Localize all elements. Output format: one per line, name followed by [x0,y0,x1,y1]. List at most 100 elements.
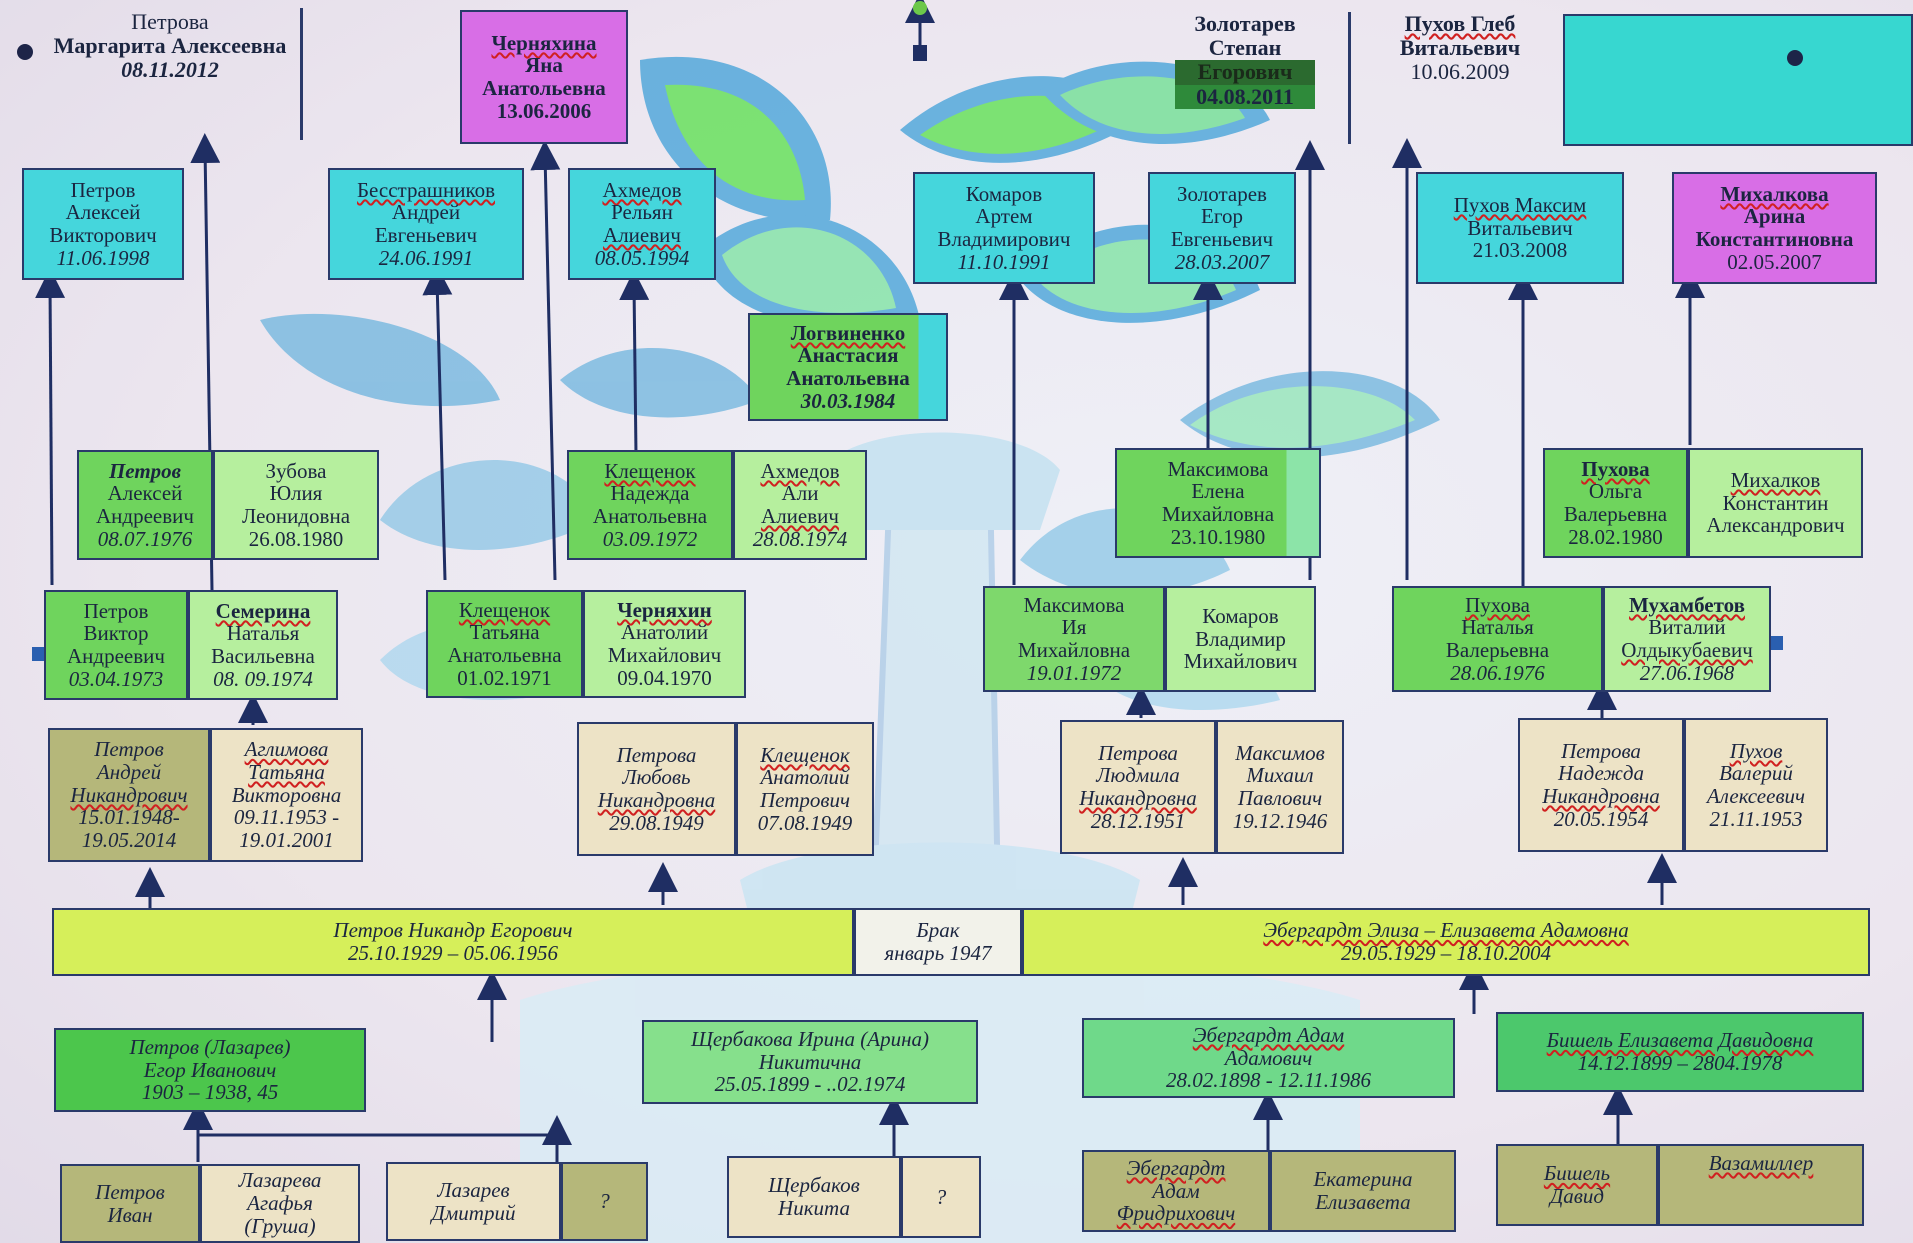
person-petrov-egor: Петров (Лазарев) Егор Иванович 1903 – 19… [54,1028,366,1112]
birth-date: 08.07.1976 [97,526,193,551]
patronymic: Анатольевна [592,504,708,528]
person-semerina-natalya: Семерина Наталья Васильевна 08. 09.1974 [188,590,338,700]
divider [1348,12,1351,144]
birth-date: 15.01.1948- [78,805,180,830]
person-kleshchenok-nadezhda: Клещенок Надежда Анатольевна 03.09.1972 [567,450,733,560]
nickname: (Груша) [244,1213,316,1238]
given-name: Любовь [622,765,691,790]
person-mukhambetov-vitaliy: Мухамбетов Виталий Олдыкубаевич 27.06.19… [1603,586,1771,692]
surname: Вазамиллер [1708,1151,1814,1175]
marriage-label: Брак январь 1947 [854,908,1022,976]
birth-date: 24.06.1991 [378,245,474,270]
surname: Петров [108,458,182,483]
surname: Максимова [1023,592,1125,617]
dates: 1903 – 1938, 45 [141,1080,279,1105]
birth-date: 29.08.1949 [609,810,704,835]
given-name: Анастасия [797,343,899,368]
birth-date: 02.05.2007 [1727,249,1822,274]
bullet-dot [1787,50,1803,66]
given-name: Степан [1208,35,1282,61]
person-pukhova-natalya: Пухова Наталья Валерьевна 28.06.1976 [1392,586,1603,692]
person-petrov-aleksey-v: Петров Алексей Викторович 11.06.1998 [22,168,184,280]
given-name: Татьяна [469,620,540,645]
given-name: Анатолий [620,620,709,645]
name: Пухов Глеб [1404,11,1516,36]
patronymic: Алексеевич [1706,784,1806,808]
patronymic: Павлович [1237,786,1323,810]
person-petrov-andrey: Петров Андрей Никандрович 15.01.1948- 19… [48,728,210,862]
given-name: Наталья [226,621,300,646]
person-shcherbakova-irina: Щербакова Ирина (Арина) Никитична 25.05.… [642,1020,978,1104]
person-zolotarev-egor: Золотарев Егор Евгеньевич 28.03.2007 [1148,172,1296,284]
birth-date: 04.08.2011 [1175,84,1315,109]
given-name: Адам [1152,1178,1200,1203]
person-zolotarev-stepan: Золотарев Степан Егорович 04.08.2011 [1175,11,1315,109]
given-name: Иван [107,1202,153,1227]
patronymic: Алиевич [761,504,839,528]
person-logvinenko: Логвиненко Анастасия Анатольевна 30.03.1… [748,313,948,421]
person-chernyakin-anatoliy: Черняхин Анатолий Михайлович 09.04.1970 [583,590,746,698]
patronymic: Викторовна [231,782,342,807]
person-bishel-david: Бишель Давид [1496,1144,1658,1226]
surname: Максимов [1235,740,1325,765]
person-mikhalkova-arina: Михалкова Арина Константиновна 02.05.200… [1672,172,1877,284]
person-maksimova-iya: Максимова Ия Михайловна 19.01.1972 [983,586,1165,692]
person-azhdarov-ali: Ахмедов Али Алиевич 28.08.1974 [733,450,867,560]
birth-date: 28.12.1951 [1090,808,1186,833]
person-mikhalkov-konstantin: Михалков Константин Александрович [1688,448,1863,558]
divider [300,8,303,140]
patronymic: Валерьевна [1563,502,1668,526]
death-date: 19.05.2014 [81,828,177,852]
surname: Пухова [1581,456,1650,481]
person-petrova-margarita: Петрова Маргарита Алексеевна 08.11.2012 [40,9,300,83]
surname: Петров [95,1179,165,1204]
person-bishel-elizaveta: Бишель Елизавета Давидовна 14.12.1899 – … [1496,1012,1864,1092]
birth-date: 09.11.1953 - [233,805,340,830]
surname: Лазарев [437,1177,510,1202]
surname: Петров [70,177,136,202]
birth-date: 08.11.2012 [121,57,219,83]
surname: Ахмедов [602,177,682,202]
second-name: Елизавета [1315,1190,1411,1214]
birth-date: 27.06.1968 [1639,660,1735,685]
patronymic: Петрович [759,788,850,812]
given-name: Агафья [247,1191,313,1216]
given-name: Никита [778,1196,850,1220]
death-date: 19.01.2001 [239,828,334,852]
surname: Михалков [1730,467,1821,492]
patronymic: Михайлович [1183,649,1298,674]
birth-date: 03.04.1973 [68,666,164,691]
dates: 28.02.1898 - 12.11.1986 [1166,1068,1371,1093]
person-tatyana-viktorovna: Аглимова Татьяна Викторовна 09.11.1953 -… [210,728,363,862]
given-name: Артем [975,204,1033,229]
birth-date: 28.08.1974 [752,526,848,551]
person-vazamiller: Вазамиллер [1658,1144,1864,1226]
given-name: Ольга [1588,479,1643,504]
birth-date: 19.12.1946 [1232,808,1328,833]
surname: Комаров [965,181,1043,206]
given-name: Алексей [65,200,141,225]
person-unknown-1: ? [561,1162,648,1241]
given-name: Давид [1549,1184,1605,1208]
connector-square [32,647,44,661]
birth-date: 03.09.1972 [602,526,698,551]
person-zubova-yuliya: Зубова Юлия Леонидовна 26.08.1980 [213,450,379,560]
surname: Петрова [616,742,697,767]
patronymic: Алиевич [603,223,681,247]
patronymic: Витальевич [1399,35,1521,61]
name: Петров Никандр Егорович [333,918,573,943]
given-name: Людмила [1096,763,1180,788]
given-name: Валерий [1719,761,1793,786]
person-petrov-viktor: Петров Виктор Андреевич 03.04.1973 [44,590,188,700]
patronymic: Анатольевна [786,366,910,390]
surname: Бесстрашников [357,177,495,202]
name: Эбергардт Адам [1192,1022,1345,1047]
name: Бишель Елизавета Давидовна [1546,1028,1814,1053]
person-besstrashnikov: Бесстрашников Андрей Евгеньевич 24.06.19… [328,168,524,280]
patronymic: Васильевна [211,644,315,668]
patronymic: Никитична [758,1049,862,1074]
birth-date: 21.11.1953 [1709,806,1803,831]
surname: Клещенок [604,458,696,483]
surname: Петров [83,598,149,623]
surname: Ахмедов [760,458,840,483]
